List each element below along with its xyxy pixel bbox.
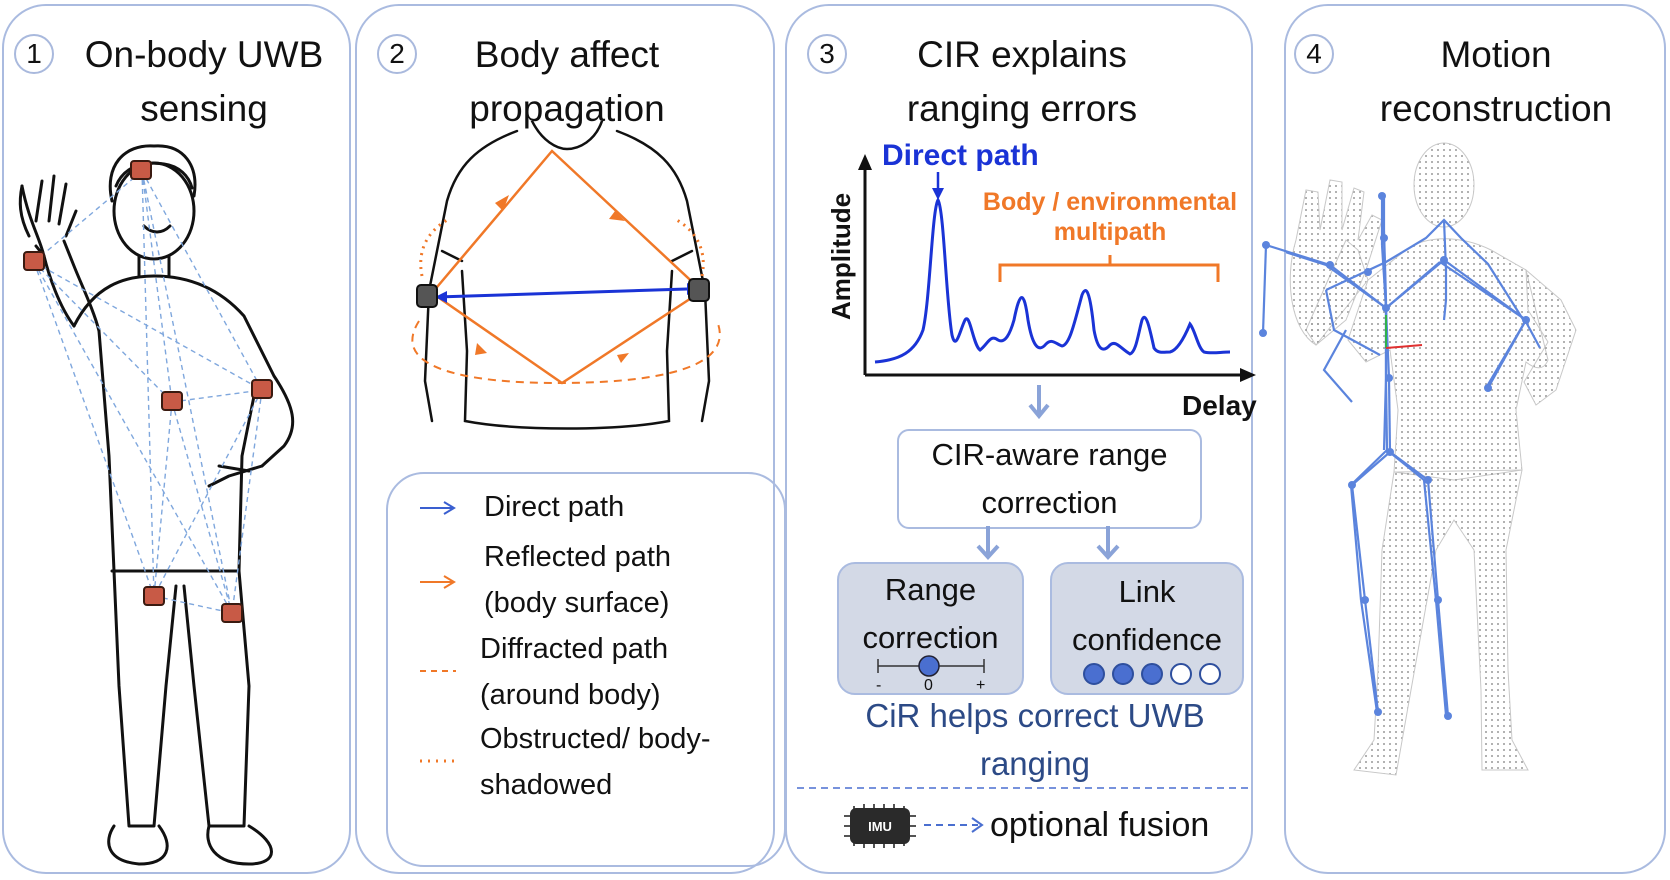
sensor-wrist [23,251,45,271]
sensor-waist [161,391,183,411]
y-axis-label: Amplitude [826,193,856,320]
step-number-4: 4 [1294,34,1334,74]
sensor-left-knee [143,586,165,606]
dotted-line-icon [420,759,456,763]
panel-title-3: CIR explains ranging errors [906,34,1138,129]
arrow-right-icon [420,501,456,515]
legend-direct-label: Direct path [484,491,625,523]
step-number-1: 1 [14,34,54,74]
range-slider: - 0 + [876,655,985,694]
confidence-dot-filled [1141,663,1163,685]
sensor-left-arm [416,284,438,308]
optional-fusion-label: optional fusion [990,806,1210,844]
panel-title-4: Motion reconstruction [1379,34,1613,129]
body-sensor-illustration [18,144,295,866]
confidence-dot-filled [1083,663,1105,685]
cir-signal-curve [874,197,1231,364]
confidence-dot-empty [1199,663,1221,685]
cir-aware-correction-box: CIR-aware range correction [897,429,1202,529]
slider-mid-label: 0 [924,677,933,694]
panel-title-1: On-body UWB sensing [84,34,324,129]
cir-plot: Amplitude Delay Direct path Body / envir… [826,139,1257,421]
separator [797,787,1253,789]
link-confidence-label: Link confidence [1072,574,1222,657]
slider-min-label: - [876,677,881,694]
slider-max-label: + [976,677,985,694]
raised-hand-cloud [1289,179,1383,346]
legend-reflected-label: Reflected path (body surface) [484,541,672,619]
sensor-right-knee [221,603,243,623]
range-correction-label: Range correction [862,572,999,655]
torso-propagation-diagram [411,121,721,430]
panel-propagation: 2 Body affect propagation [355,4,775,874]
imu-chip-icon: IMU [844,804,916,848]
dashed-line-icon [420,670,456,672]
direct-path-label: Direct path [882,139,1039,172]
arrow-right-icon [420,575,456,589]
imu-chip-label: IMU [868,819,892,834]
right-arm-cloud [1523,268,1577,406]
sensor-hip-wrist [251,379,273,399]
sensor-right-arm [688,278,710,302]
confidence-indicator [1083,663,1221,685]
step-number-2: 2 [377,34,417,74]
down-arrow-icon [1028,385,1050,420]
cir-caption: CiR helps correct UWB ranging [865,697,1205,782]
range-correction-box: Range correction - 0 + [837,562,1024,695]
legs-cloud [1353,469,1529,776]
panel-title-2: Body affect propagation [469,34,665,129]
down-arrow-icon [1096,526,1120,560]
sensor-head [130,160,152,180]
x-axis-label: Delay [1182,390,1257,421]
skeleton-joints [1259,192,1530,720]
link-confidence-box: Link confidence [1050,562,1244,695]
dashed-arrow-icon [924,817,984,833]
panel-on-body-sensing: 1 On-body UWB sensing [2,4,351,874]
legend-obstructed-label: Obstructed/ body-shadowed [480,723,711,801]
legend-diffracted-label: Diffracted path (around body) [480,633,669,711]
confidence-dot-empty [1170,663,1192,685]
down-arrow-icon [976,526,1000,560]
confidence-dot-filled [1112,663,1134,685]
propagation-legend: Direct path Reflected path (body surface… [386,472,786,867]
step-number-3: 3 [807,34,847,74]
panel-cir: 3 CIR explains ranging errors [785,4,1253,874]
